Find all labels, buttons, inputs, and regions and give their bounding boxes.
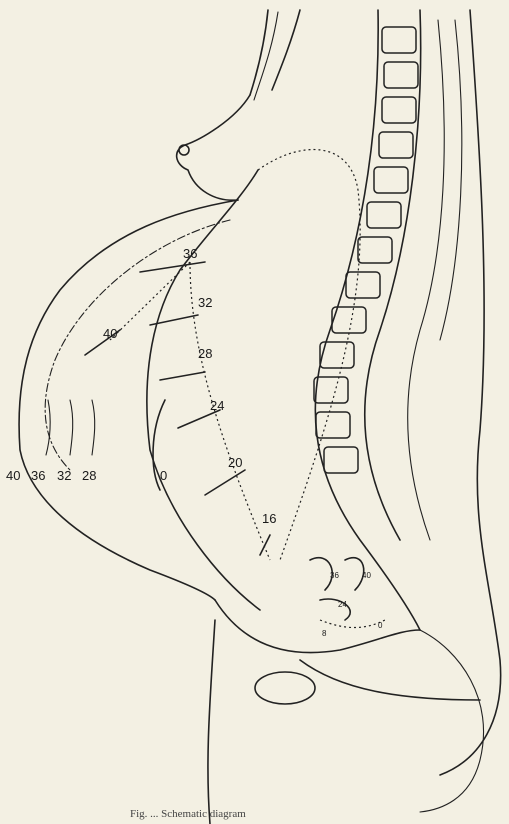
figure-caption: Fig. ... Schematic diagram <box>130 808 246 820</box>
nipple <box>179 145 189 155</box>
vertebra <box>384 62 418 88</box>
label-16: 16 <box>262 511 276 526</box>
uterus-outline-dotted <box>258 150 360 560</box>
vertebra <box>379 132 413 158</box>
pubic-bone <box>255 672 315 704</box>
label-28: 28 <box>198 346 212 361</box>
vertebra <box>324 447 358 473</box>
label-32: 32 <box>198 295 212 310</box>
vertebra <box>346 272 380 298</box>
abdomen-outline-term <box>19 200 238 600</box>
back-outline <box>440 10 501 775</box>
profile-label-0: 0 <box>160 468 167 483</box>
vertebra <box>316 412 350 438</box>
fetal-head-positions <box>310 558 364 620</box>
head-label-24: 24 <box>338 600 347 609</box>
profile-label-40: 40 <box>6 468 20 483</box>
profile-label-group: 40 36 32 28 0 <box>6 468 167 483</box>
thigh-outline <box>208 620 215 824</box>
profile-label-28: 28 <box>82 468 96 483</box>
label-24: 24 <box>210 398 224 413</box>
label-20: 20 <box>228 455 242 470</box>
vertebra <box>382 27 416 53</box>
abdomen-outline-inner <box>147 170 260 610</box>
vertebra <box>358 237 392 263</box>
vertebra <box>314 377 348 403</box>
pelvic-outline <box>215 600 420 653</box>
head-label-36: 36 <box>330 571 339 580</box>
vertebral-column <box>314 10 462 630</box>
profile-label-36: 36 <box>31 468 45 483</box>
label-40: 40 <box>103 326 117 341</box>
head-label-40: 40 <box>362 571 371 580</box>
buttock-outline <box>420 630 484 812</box>
neck-outline <box>250 10 268 95</box>
label-36: 36 <box>183 246 197 261</box>
head-label-8: 8 <box>322 629 327 638</box>
head-label-0: 0 <box>378 621 383 630</box>
vertebra <box>382 97 416 123</box>
vertebra <box>367 202 401 228</box>
vertebra <box>374 167 408 193</box>
profile-label-32: 32 <box>57 468 71 483</box>
fundal-height-label-group: 36 32 28 40 24 20 16 <box>103 246 276 526</box>
